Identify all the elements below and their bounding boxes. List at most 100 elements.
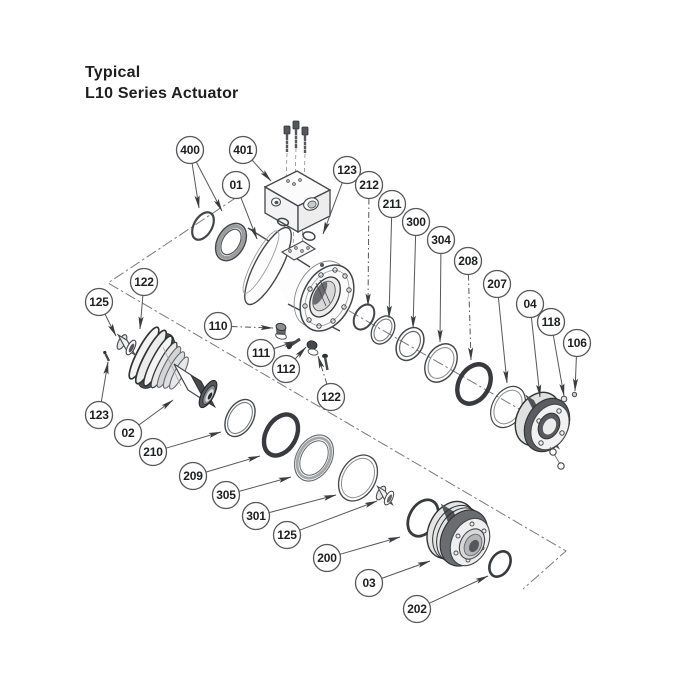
callout-balloon-125 xyxy=(272,520,302,550)
leader-line-202 xyxy=(428,575,489,604)
callout-212: 212 xyxy=(354,170,384,307)
leader-line-02 xyxy=(138,399,174,426)
plug-head xyxy=(275,322,287,332)
callout-label-301: 301 xyxy=(246,509,266,523)
plug-112 xyxy=(306,340,319,356)
callout-balloon-01 xyxy=(221,170,251,200)
flange-bolt-hole xyxy=(332,267,338,273)
cap-bolt-hole xyxy=(559,430,565,436)
cap-bolt-hole xyxy=(469,521,475,527)
leader-line-210 xyxy=(165,431,222,449)
page-title: Typical L10 Series Actuator xyxy=(85,62,239,104)
title-line-1: Typical xyxy=(85,64,141,81)
leader-line-123 xyxy=(322,182,343,235)
valve-port-bore xyxy=(274,200,279,205)
callout-balloon-122 xyxy=(129,267,159,297)
cap-bore xyxy=(541,417,558,436)
leader-line-207 xyxy=(497,297,509,384)
callout-label-03: 03 xyxy=(363,576,376,590)
leader-line-122 xyxy=(317,355,328,385)
callout-211: 211 xyxy=(377,189,407,319)
flange-bolt-hole xyxy=(307,286,313,292)
seal-inner xyxy=(220,228,242,256)
ring-band xyxy=(295,436,333,480)
callout-label-111: 111 xyxy=(252,346,271,360)
callout-balloon-123 xyxy=(84,400,114,430)
callout-balloon-04 xyxy=(515,289,545,319)
leader-line-112 xyxy=(294,346,307,360)
callout-balloon-200 xyxy=(312,543,342,573)
callout-balloon-211 xyxy=(377,189,407,219)
plug-washer xyxy=(275,332,287,340)
washer-118 xyxy=(549,448,557,456)
callout-balloon-212 xyxy=(354,170,384,200)
seal-400-rod-seal xyxy=(214,222,248,262)
callout-label-208: 208 xyxy=(458,254,478,268)
leader-line-123 xyxy=(100,361,109,402)
ring-301 xyxy=(337,454,379,502)
flange-bolt-hole xyxy=(346,287,352,293)
callout-label-202: 202 xyxy=(407,602,427,616)
pin-123-target xyxy=(103,350,111,362)
callout-label-207: 207 xyxy=(487,277,507,291)
leader-line-305 xyxy=(238,476,292,492)
screw-111 xyxy=(286,337,301,350)
ring-outer xyxy=(337,454,379,502)
callout-label-122: 122 xyxy=(321,390,341,404)
washer-118-target xyxy=(560,395,568,403)
callout-label-212: 212 xyxy=(359,178,379,192)
shaft-bore xyxy=(207,392,213,400)
callout-200: 200 xyxy=(312,536,401,573)
cap-bolt-hole xyxy=(556,408,562,414)
seal-outer xyxy=(214,222,248,262)
plug-110 xyxy=(275,322,287,340)
pad-hole xyxy=(288,249,292,253)
port-oring xyxy=(276,217,290,227)
cap-bolt-hole xyxy=(481,528,487,534)
callout-balloon-300 xyxy=(401,207,431,237)
oring-212 xyxy=(352,303,376,331)
ring-outer xyxy=(293,434,335,482)
callout-110: 110 xyxy=(203,311,274,341)
leader-line-200 xyxy=(339,536,401,555)
callout-label-305: 305 xyxy=(216,488,236,502)
callout-04: 04 xyxy=(515,289,545,398)
oring-209 xyxy=(261,412,301,458)
pad-hole xyxy=(294,246,298,250)
ring-outer xyxy=(224,398,256,438)
bolt-circle xyxy=(304,269,350,327)
oring-202 xyxy=(488,550,512,578)
pin-head xyxy=(103,350,107,355)
leader-line-01 xyxy=(240,197,258,240)
callout-balloon-02 xyxy=(113,418,143,448)
callout-balloon-110 xyxy=(203,311,233,341)
callout-125: 125 xyxy=(84,287,117,337)
callout-balloon-03 xyxy=(354,568,384,598)
bushing-125 xyxy=(116,333,137,357)
housing-left-cap-contour xyxy=(242,230,280,294)
ring-inner xyxy=(340,457,376,499)
leader-line-400 xyxy=(195,161,223,212)
leader-line-211 xyxy=(386,217,393,319)
screw-122-target xyxy=(322,353,329,371)
ring-inner xyxy=(398,330,422,358)
ring-304 xyxy=(424,343,458,383)
callout-label-209: 209 xyxy=(183,469,203,483)
callout-label-211: 211 xyxy=(383,197,402,211)
valve-block-port-hole xyxy=(298,178,302,182)
callout-label-122: 122 xyxy=(134,275,154,289)
callout-118: 118 xyxy=(536,307,566,397)
valve-block-group xyxy=(263,120,332,253)
cylinder-housing xyxy=(242,226,355,332)
cap-bore xyxy=(468,539,480,553)
callout-207: 207 xyxy=(482,269,512,384)
flange-bolt-hole xyxy=(341,304,347,310)
callout-401: 401 xyxy=(228,135,272,182)
screw-106-target xyxy=(571,391,578,398)
seal-305 xyxy=(293,434,335,482)
callout-111: 111 xyxy=(246,338,297,368)
callout-label-112: 112 xyxy=(277,362,296,376)
screw-shaft xyxy=(323,356,329,371)
